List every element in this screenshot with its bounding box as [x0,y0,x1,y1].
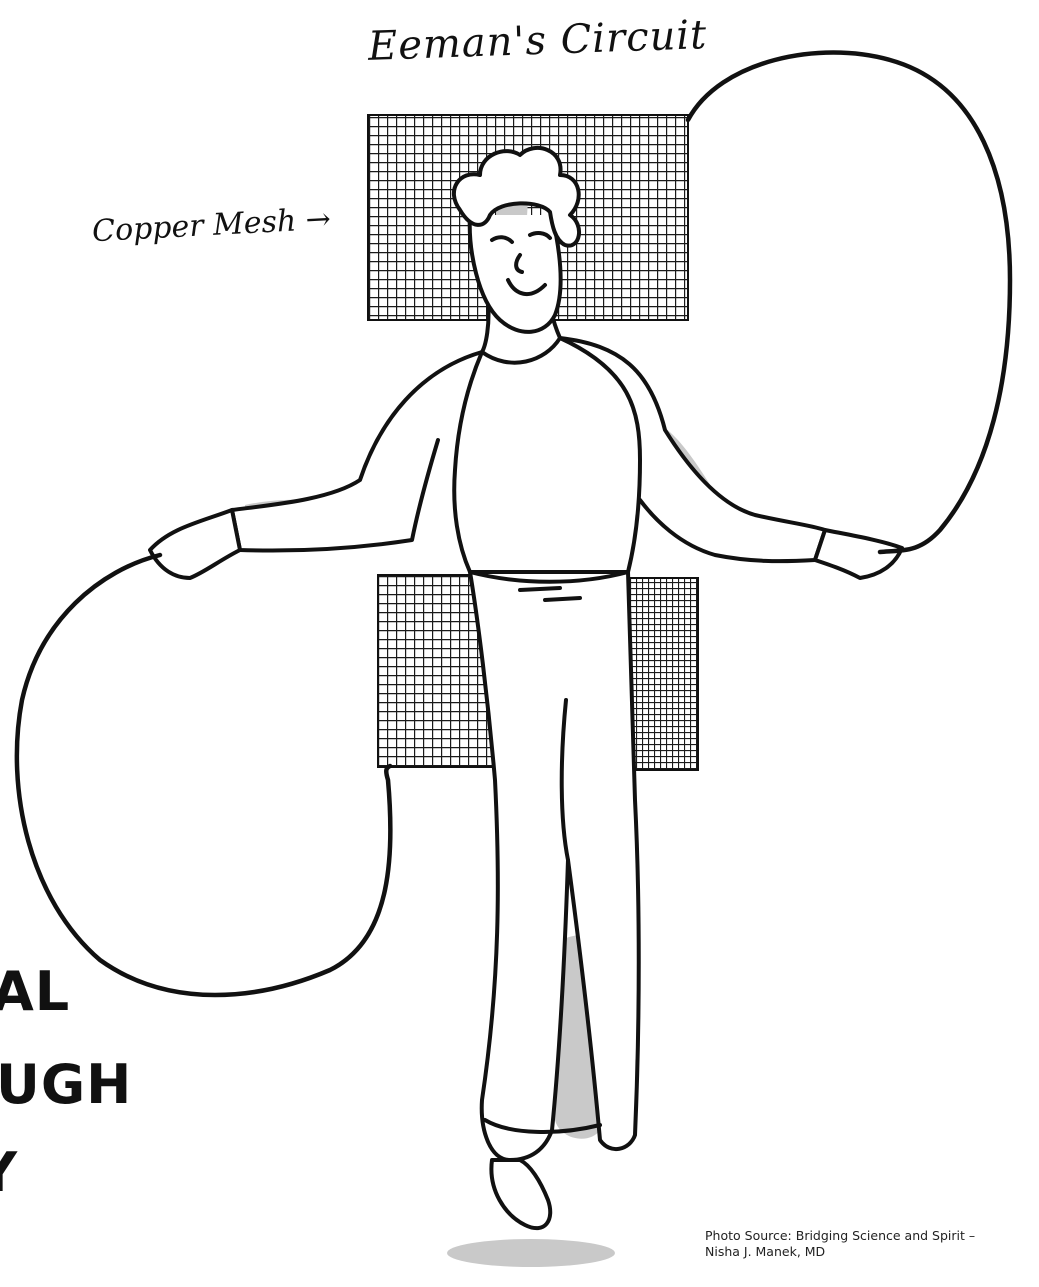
heading-line-1: AL [0,965,70,1019]
heading-line-2: UGH [0,1058,132,1112]
right-circuit-wire [688,53,1010,553]
heading-line-3: Y [0,1146,18,1200]
photo-source-caption: Photo Source: Bridging Science and Spiri… [705,1228,1025,1260]
lower-copper-mesh-right [628,578,698,770]
caption-line-2: Nisha J. Manek, MD [705,1244,1025,1260]
left-circuit-wire [17,555,391,995]
caption-line-1: Photo Source: Bridging Science and Spiri… [705,1228,1025,1244]
